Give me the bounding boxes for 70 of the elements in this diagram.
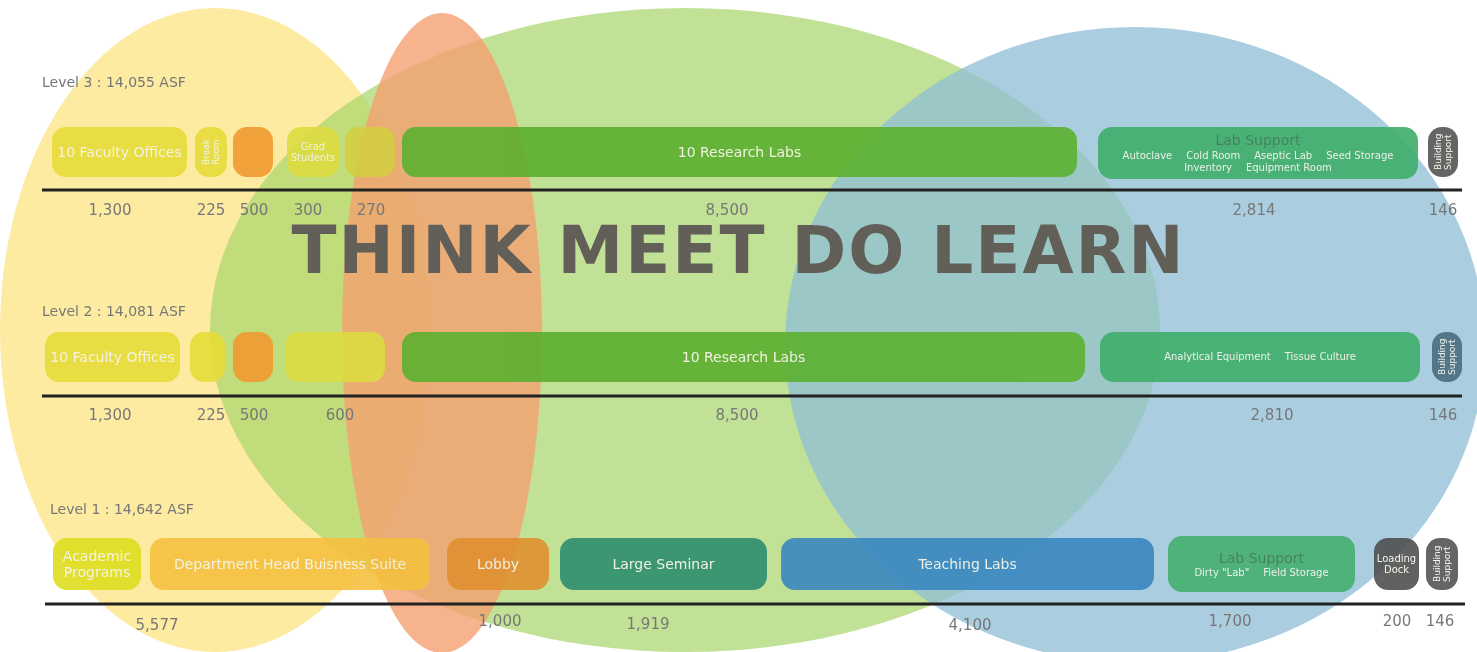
room-bar (1100, 332, 1420, 382)
room-bar (233, 332, 273, 382)
area-value: 225 (196, 406, 226, 424)
room-label: 10 Faculty Offices (57, 143, 182, 161)
area-value: 1,300 (88, 201, 132, 219)
room-label: Seed Storage (1326, 149, 1394, 162)
room-bar (1098, 127, 1418, 179)
room-label: Analytical Equipment (1164, 351, 1271, 363)
room-bar (45, 332, 180, 382)
room-bar (150, 538, 430, 590)
area-value: 500 (239, 201, 269, 219)
area-value: 300 (293, 201, 323, 219)
room-label: Inventory (1184, 162, 1232, 174)
room-bar (560, 538, 767, 590)
area-value: 8,500 (715, 406, 759, 424)
room-bar (52, 127, 187, 177)
room-label: 10 Research Labs (681, 348, 806, 366)
area-value: 2,810 (1250, 406, 1294, 424)
room-bar (402, 127, 1077, 177)
room-label: 10 Research Labs (677, 143, 802, 161)
level-heading: Level 1 : 14,642 ASF (50, 501, 194, 517)
room-label: Large Seminar (612, 555, 715, 573)
area-value: 8,500 (705, 201, 749, 219)
room-label: Grad Students (289, 140, 337, 164)
area-value: 225 (196, 201, 226, 219)
room-bar (1374, 538, 1419, 590)
room-label: 10 Faculty Offices (50, 348, 175, 366)
area-value: 1,919 (626, 615, 670, 633)
room-bar (447, 538, 549, 590)
room-bar (287, 127, 339, 177)
room-label: Building Support (1432, 132, 1454, 173)
room-bar (190, 332, 225, 382)
area-value: 500 (239, 406, 269, 424)
room-bar (781, 538, 1154, 590)
room-label: Tissue Culture (1284, 351, 1356, 363)
room-label: Academic Programs (61, 547, 133, 581)
room-label: Cold Room (1186, 149, 1241, 162)
room-label: Autoclave (1122, 149, 1173, 162)
area-value: 5,577 (135, 616, 179, 634)
room-bar (195, 127, 227, 177)
room-bar (345, 127, 395, 177)
area-value: 146 (1428, 406, 1458, 424)
room-bar (1168, 536, 1355, 592)
area-value: 1,300 (88, 406, 132, 424)
room-label: Building Support (1431, 544, 1453, 585)
room-label: Building Support (1436, 337, 1458, 378)
room-bar (285, 332, 385, 382)
room-label: Loading Dock (1376, 552, 1417, 576)
room-bar (402, 332, 1085, 382)
room-label: Break Room (200, 138, 222, 167)
area-value: 146 (1425, 612, 1455, 630)
area-value: 600 (325, 406, 355, 424)
area-value: 200 (1382, 612, 1412, 630)
room-label: Equipment Room (1245, 162, 1332, 174)
area-value: 1,000 (478, 612, 522, 630)
title: THINK MEET DO LEARN (290, 218, 1187, 284)
room-bar (233, 127, 273, 177)
room-bar (1426, 538, 1458, 590)
room-label: Field Storage (1263, 566, 1329, 579)
room-label: Dirty "Lab" (1194, 566, 1250, 579)
room-bar (53, 538, 141, 590)
room-label: Aseptic Lab (1254, 149, 1313, 162)
level-heading: Level 2 : 14,081 ASF (42, 303, 186, 319)
level-heading: Level 3 : 14,055 ASF (42, 74, 186, 90)
area-value: 1,700 (1208, 612, 1252, 630)
area-value: 270 (356, 201, 386, 219)
room-label: Teaching Labs (918, 555, 1017, 573)
room-label: Lobby (476, 555, 520, 573)
area-value: 2,814 (1232, 201, 1276, 219)
room-label: Department Head Buisness Suite (173, 555, 407, 573)
